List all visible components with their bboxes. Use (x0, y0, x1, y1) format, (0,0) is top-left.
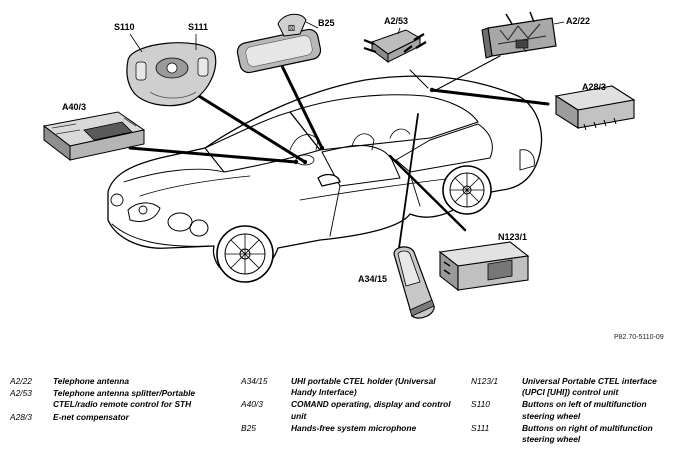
legend-item: S111 Buttons on right of multifunction s… (471, 423, 676, 445)
legend-code: S111 (471, 422, 490, 433)
antenna-splitter (363, 29, 427, 63)
steering-wheel-module (126, 42, 217, 107)
rear-wheel (442, 165, 492, 215)
legend-item: A34/15 UHI portable CTEL holder (Univers… (241, 376, 466, 398)
legend-column-3: N123/1 Universal Portable CTEL interface… (471, 376, 676, 446)
legend-code: A2/22 (10, 376, 32, 386)
callout-s111: S111 (188, 22, 208, 32)
legend-item: A28/3 E-net compensator (10, 412, 230, 423)
legend-item: S110 Buttons on left of multifunction st… (471, 399, 676, 421)
legend-description: UHI portable CTEL holder (Universal Hand… (291, 376, 436, 398)
legend-item: A2/22 Telephone antenna (10, 376, 230, 387)
legend-description: Buttons on right of multifunction steeri… (522, 422, 653, 445)
legend-column-1: A2/22 Telephone antenna A2/53 Telephone … (10, 376, 230, 424)
legend-description: Telephone antenna (53, 376, 130, 386)
callout-a2-22: A2/22 (566, 16, 590, 26)
callout-a2-53: A2/53 (384, 16, 408, 26)
legend-code: N123/1 (471, 376, 499, 386)
callout-a40-3: A40/3 (62, 102, 86, 112)
legend-description: Buttons on left of multifunction steerin… (522, 399, 647, 421)
legend-item: A40/3 COMAND operating, display and cont… (241, 399, 466, 421)
leader-lines (128, 55, 550, 256)
legend-code: A40/3 (241, 399, 263, 410)
telephone-antenna (481, 11, 557, 59)
front-wheel (216, 225, 274, 283)
rearview-mirror: ⚄ (236, 13, 322, 74)
callout-n123-1: N123/1 (498, 232, 527, 242)
legend-item: N123/1 Universal Portable CTEL interface… (471, 376, 676, 398)
legend-code: S110 (471, 399, 490, 410)
legend-code: A28/3 (10, 411, 32, 422)
callout-b25: B25 (318, 18, 335, 28)
legend-code: B25 (241, 422, 256, 433)
legend-description: COMAND operating, display and control un… (291, 399, 451, 421)
legend-code: A34/15 (241, 376, 268, 386)
legend-description: E-net compensator (53, 411, 129, 422)
callout-s110: S110 (114, 22, 135, 32)
figure-reference: P82.70-5110-09 (614, 334, 664, 341)
legend-item: B25 Hands-free system microphone (241, 423, 466, 434)
car-illustration (107, 75, 543, 279)
callout-a34-15: A34/15 (358, 274, 387, 284)
legend-description: Telephone antenna splitter/Portable CTEL… (53, 388, 196, 410)
legend-description: Universal Portable CTEL interface (UPCI … (522, 376, 657, 398)
legend-item: A2/53 Telephone antenna splitter/Portabl… (10, 388, 230, 410)
component-location-diagram: ⚄ (42, 11, 636, 319)
comand-unit (42, 111, 146, 162)
callout-a28-3: A28/3 (582, 82, 606, 92)
enet-compensator (554, 85, 636, 131)
legend-column-2: A34/15 UHI portable CTEL holder (Univers… (241, 376, 466, 435)
legend-description: Hands-free system microphone (291, 422, 417, 433)
uhi-phone-holder (393, 246, 435, 319)
upci-control-unit (438, 241, 530, 292)
svg-text:⚄: ⚄ (288, 24, 295, 33)
legend-code: A2/53 (10, 388, 32, 399)
